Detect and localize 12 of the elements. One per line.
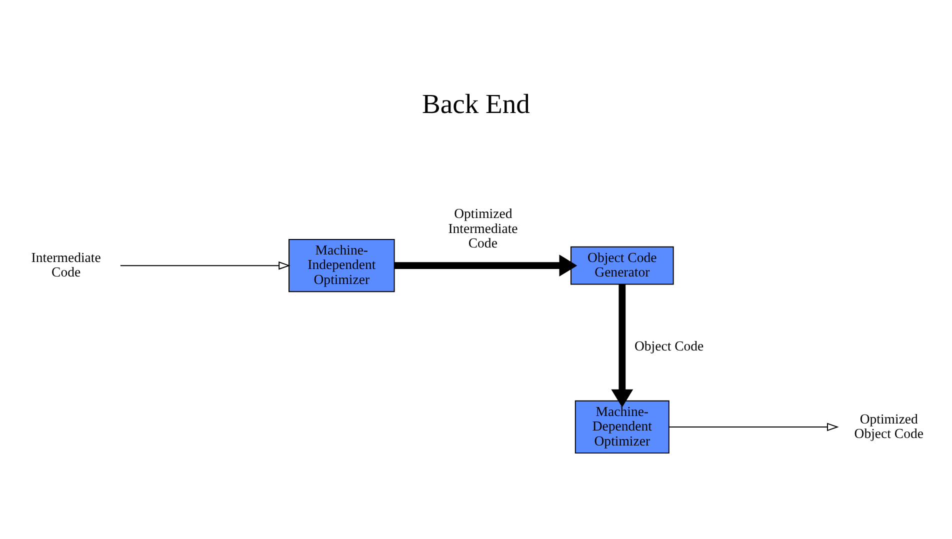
edge-label: Object Code bbox=[634, 338, 704, 353]
edge-label: Optimized Intermediate Code bbox=[448, 206, 518, 250]
node-box: Machine-Independent Optimizer bbox=[288, 238, 395, 292]
node-box: Machine-Dependent Optimizer bbox=[574, 400, 670, 454]
arrow bbox=[611, 284, 634, 407]
node-box: Object Code Generator bbox=[570, 246, 674, 284]
diagram-title: Back End bbox=[422, 87, 530, 118]
arrow bbox=[120, 260, 290, 270]
node-text: Intermediate Code bbox=[31, 249, 101, 280]
arrow bbox=[394, 254, 578, 276]
node-text: Optimized Object Code bbox=[854, 410, 924, 441]
arrow bbox=[668, 422, 839, 431]
